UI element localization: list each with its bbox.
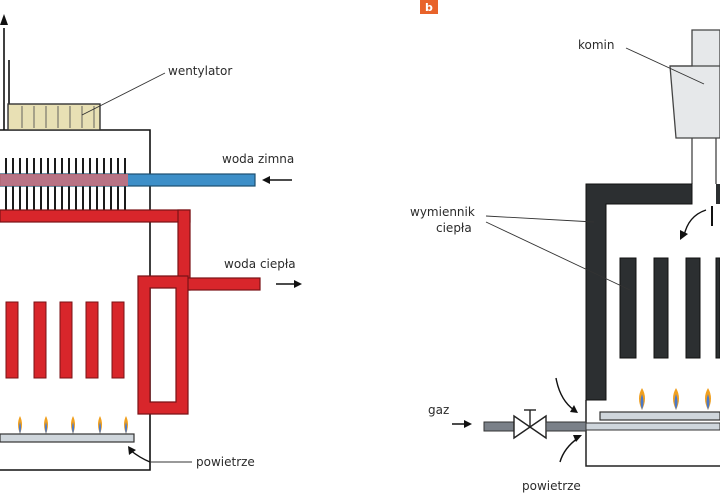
heat-exchanger-shell-right bbox=[716, 184, 720, 204]
leader-wymiennik-2 bbox=[485, 221, 631, 291]
label-wymiennik: wymiennik bbox=[410, 205, 475, 219]
cold-water-pipe-inner-red bbox=[0, 174, 128, 186]
chimney-pipe bbox=[691, 138, 717, 184]
heating-elements bbox=[5, 301, 125, 379]
burner-tray-a bbox=[0, 433, 135, 443]
gas-pipe-left bbox=[483, 421, 515, 432]
air-intake-arrow-b-bottom bbox=[559, 437, 579, 463]
exhaust-arrow bbox=[683, 209, 707, 237]
leader-wymiennik-1 bbox=[485, 215, 595, 223]
flue-up-arrow bbox=[0, 14, 8, 25]
label-komin: komin bbox=[578, 38, 615, 52]
burner-flames-a bbox=[18, 416, 128, 434]
heat-exchanger-shell bbox=[585, 183, 693, 401]
fan bbox=[7, 103, 101, 131]
label-woda-ciepla: woda ciepła bbox=[224, 257, 296, 271]
chimney-hood bbox=[669, 29, 720, 139]
panel-a: wentylator woda zimna woda ciepła powiet… bbox=[0, 14, 302, 471]
label-woda-zimna: woda zimna bbox=[222, 152, 294, 166]
label-wentylator: wentylator bbox=[168, 64, 232, 78]
burner-flames-b bbox=[639, 388, 711, 410]
hot-water-pipe-outlet bbox=[177, 277, 261, 291]
fan-blades bbox=[21, 106, 95, 128]
label-powietrze-a: powietrze bbox=[196, 455, 255, 469]
gas-pipe-right bbox=[545, 421, 587, 432]
gas-pipe-to-burner bbox=[585, 422, 720, 431]
leader-wentylator bbox=[81, 72, 166, 116]
leader-komin bbox=[625, 47, 705, 85]
panel-b-badge-label: b bbox=[425, 1, 433, 14]
hot-water-pipe-horizontal bbox=[0, 209, 191, 223]
panel-b: b bbox=[410, 0, 720, 493]
boiler-housing-b bbox=[585, 400, 720, 467]
label-gaz: gaz bbox=[428, 403, 449, 417]
heating-loop bbox=[137, 275, 189, 415]
panel-b-badge bbox=[420, 0, 438, 14]
exchanger-tubes bbox=[619, 257, 720, 359]
label-ciepla: ciepła bbox=[436, 221, 472, 235]
label-powietrze-b: powietrze bbox=[522, 479, 581, 493]
air-intake-arrow-b-top bbox=[555, 377, 575, 411]
burner-tray-b bbox=[599, 411, 720, 421]
